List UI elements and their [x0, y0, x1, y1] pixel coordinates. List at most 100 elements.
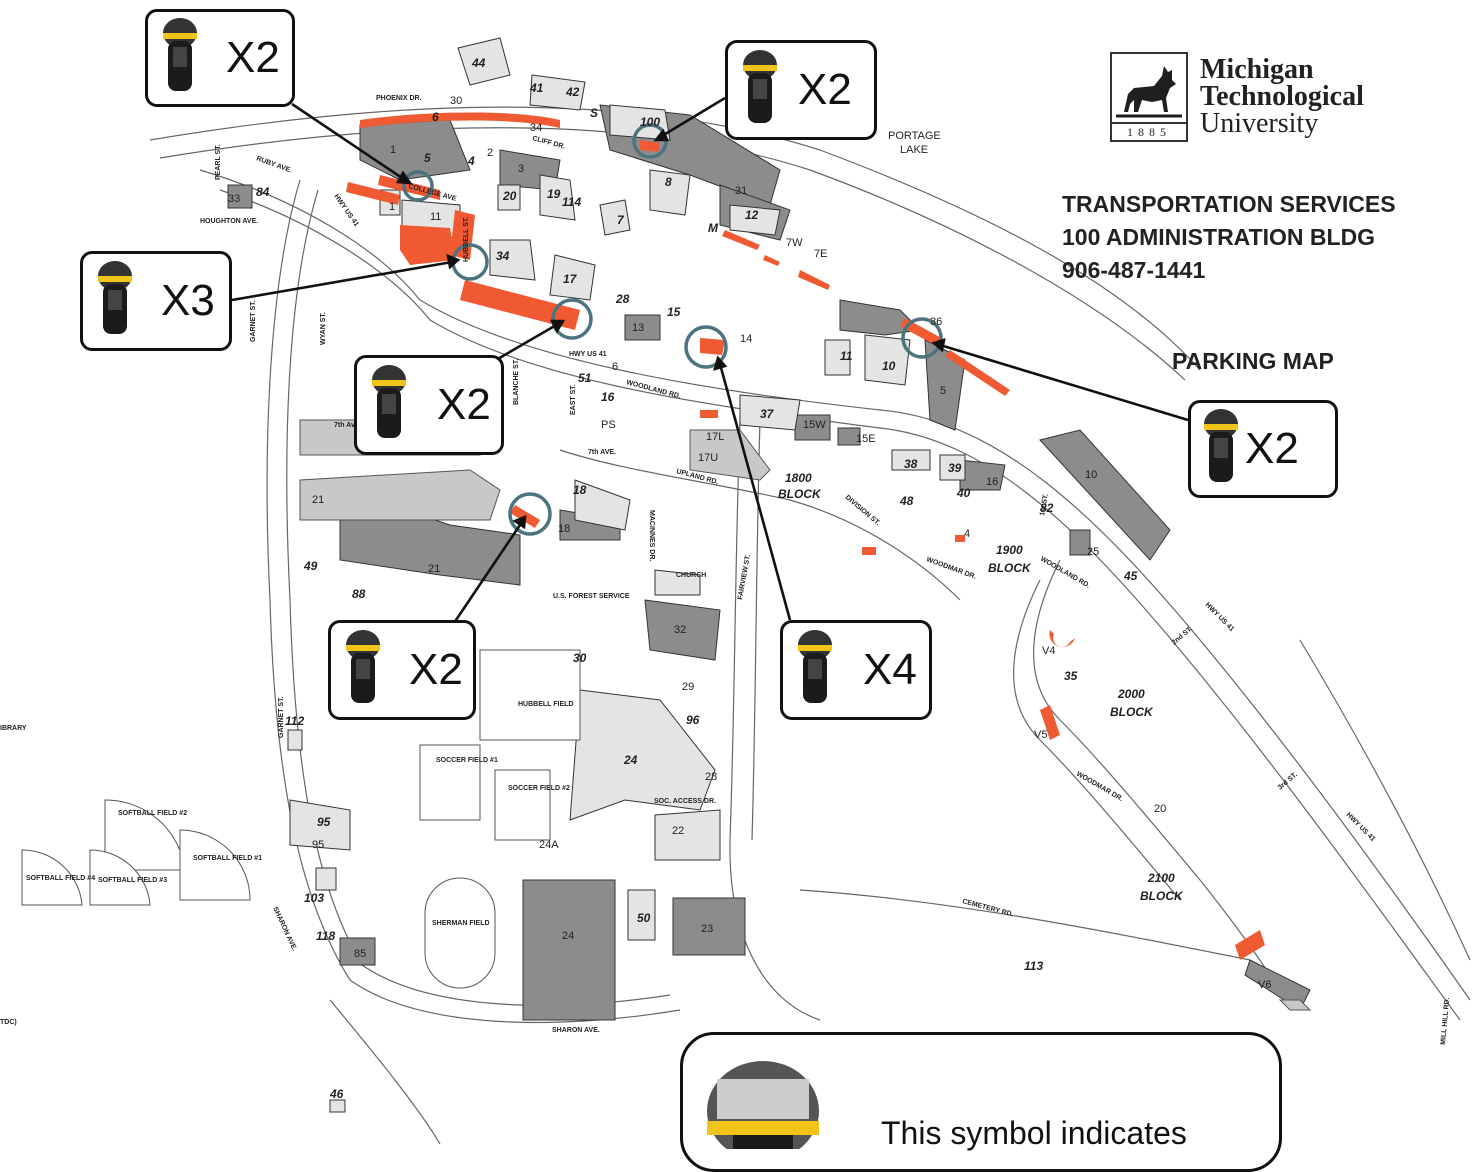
logo-year: 1885 [1112, 122, 1186, 140]
facility-label: SOFTBALL FIELD #2 [118, 810, 187, 817]
road-label: 2nd ST. [1171, 625, 1194, 646]
road-label: GARNET ST. [278, 696, 285, 738]
building-label: 10 [882, 359, 896, 373]
facility-label: SOFTBALL FIELD #1 [193, 855, 262, 862]
building-labels: 44 41 42 S 100 30 34 6 1 5 4 2 3 20 19 1… [228, 56, 1271, 1101]
parking-lots [227, 104, 1311, 1021]
building-label: 36 [930, 316, 942, 328]
parking-meter-icon [743, 50, 777, 123]
building-label: 33 [228, 193, 240, 205]
building-label: 11 [840, 349, 853, 363]
meter-callout-lot-18: X2 [328, 620, 476, 720]
facility-label: TDC) [0, 1019, 17, 1026]
building-label: 5 [424, 151, 431, 165]
parking-meter-icon [798, 630, 832, 703]
road-label: WOODMAR DR. [1075, 771, 1124, 803]
building-label: 100 [640, 115, 660, 129]
road-label: PHOENIX DR. [376, 95, 422, 102]
road-label: SOC. ACCESS DR. [654, 798, 716, 805]
building-label: 15E [856, 433, 876, 445]
facility-labels: HUBBELL FIELD SOCCER FIELD #1 SOCCER FIE… [0, 487, 1184, 1026]
parking-meter-icon [1204, 409, 1238, 482]
building-label: 21 [312, 494, 324, 506]
meter-count: X2 [1245, 424, 1299, 473]
road-label: HWY US 41 [1204, 601, 1236, 633]
building-label: 41 [529, 81, 544, 95]
road-label: 7th AVE. [588, 449, 616, 456]
facility-label: BLOCK [778, 487, 822, 501]
meter-callout-lot-6: X2 [145, 9, 295, 107]
building-label: 45 [1123, 569, 1138, 583]
lake-label: PORTAGE [888, 130, 941, 142]
building-label: 20 [1154, 803, 1166, 815]
building-label: 113 [1024, 959, 1043, 973]
building-label: 24A [539, 839, 559, 851]
building-label: 51 [578, 371, 592, 385]
building-label: 34 [530, 122, 542, 134]
facility-label: IBRARY [0, 725, 27, 732]
road-label: EAST ST. [570, 384, 577, 415]
department-address: 100 ADMINISTRATION BLDG [1062, 224, 1376, 250]
building-label: 82 [1040, 501, 1054, 515]
facility-label: HUBBELL FIELD [518, 701, 573, 708]
building-label: 46 [329, 1087, 344, 1101]
building-label: 31 [735, 185, 747, 197]
road-label: SHARON AVE. [552, 1027, 600, 1034]
building-label: 1 [390, 144, 396, 156]
building-label: V4 [1042, 645, 1055, 657]
callout-arrows [231, 96, 1189, 624]
building-label: 25 [1087, 546, 1099, 558]
building-label: 7E [814, 248, 827, 260]
building-label: 3 [518, 163, 524, 175]
building-label: 15 [667, 305, 681, 319]
building-label: 2100 [1147, 871, 1175, 885]
building-label: 118 [316, 929, 335, 943]
road-label: 3rd ST. [1277, 771, 1299, 791]
facility-label: SOCCER FIELD #1 [436, 757, 498, 764]
parking-meter-icon [163, 18, 197, 91]
department-phone: 906-487-1441 [1062, 257, 1206, 283]
building-label: 50 [637, 911, 651, 925]
parking-meter-icon [98, 261, 132, 334]
parking-meter-icon [707, 1061, 819, 1149]
building-label: 6 [432, 110, 439, 124]
road-label: CLIFF DR. [531, 135, 566, 151]
building-label: 84 [256, 185, 270, 199]
meter-callout-lot-12: X2 [354, 355, 504, 455]
meter-count: X3 [161, 276, 215, 325]
building-label: 17U [698, 452, 718, 464]
building-label: M [708, 221, 719, 235]
lake-label: LAKE [900, 144, 928, 156]
road-network [149, 106, 1471, 1144]
logo-line-2: Technological [1200, 81, 1364, 112]
building-label: V5 [1034, 729, 1047, 741]
building-label: 21 [428, 563, 440, 575]
parking-meter-icon [346, 630, 380, 703]
building-label: 2000 [1117, 687, 1145, 701]
road-label: WYAN ST. [320, 312, 327, 345]
building-label: 4 [964, 528, 970, 540]
department-name: TRANSPORTATION SERVICES [1062, 191, 1396, 217]
meter-callout-lot-7: X2 [1188, 400, 1338, 498]
road-label: FAIRVIEW ST. [737, 554, 752, 600]
road-label: HWY US 41 [1345, 811, 1377, 843]
building-label: 7W [786, 237, 803, 249]
building-label: 1800 [785, 471, 812, 485]
building-label: 4 [467, 154, 475, 168]
meter-count: X2 [226, 33, 280, 82]
building-label: 85 [354, 948, 366, 960]
road-label: HOUGHTON AVE. [200, 218, 258, 225]
road-label: SHARON AVE. [271, 906, 298, 952]
facility-label: SOFTBALL FIELD #4 [26, 875, 95, 882]
building-label: 38 [904, 457, 918, 471]
logo-line-3: University [1200, 108, 1319, 139]
metered-spaces [346, 112, 1265, 960]
building-label: 1 [389, 201, 395, 213]
building-label: 34 [496, 249, 510, 263]
university-logo: 1885 Michigan Technological University [1110, 52, 1410, 144]
building-label: 28 [615, 292, 630, 306]
building-label: 5 [940, 385, 946, 397]
building-label: 24 [623, 753, 638, 767]
facility-label: BLOCK [988, 561, 1032, 575]
building-label: 14 [740, 333, 752, 345]
